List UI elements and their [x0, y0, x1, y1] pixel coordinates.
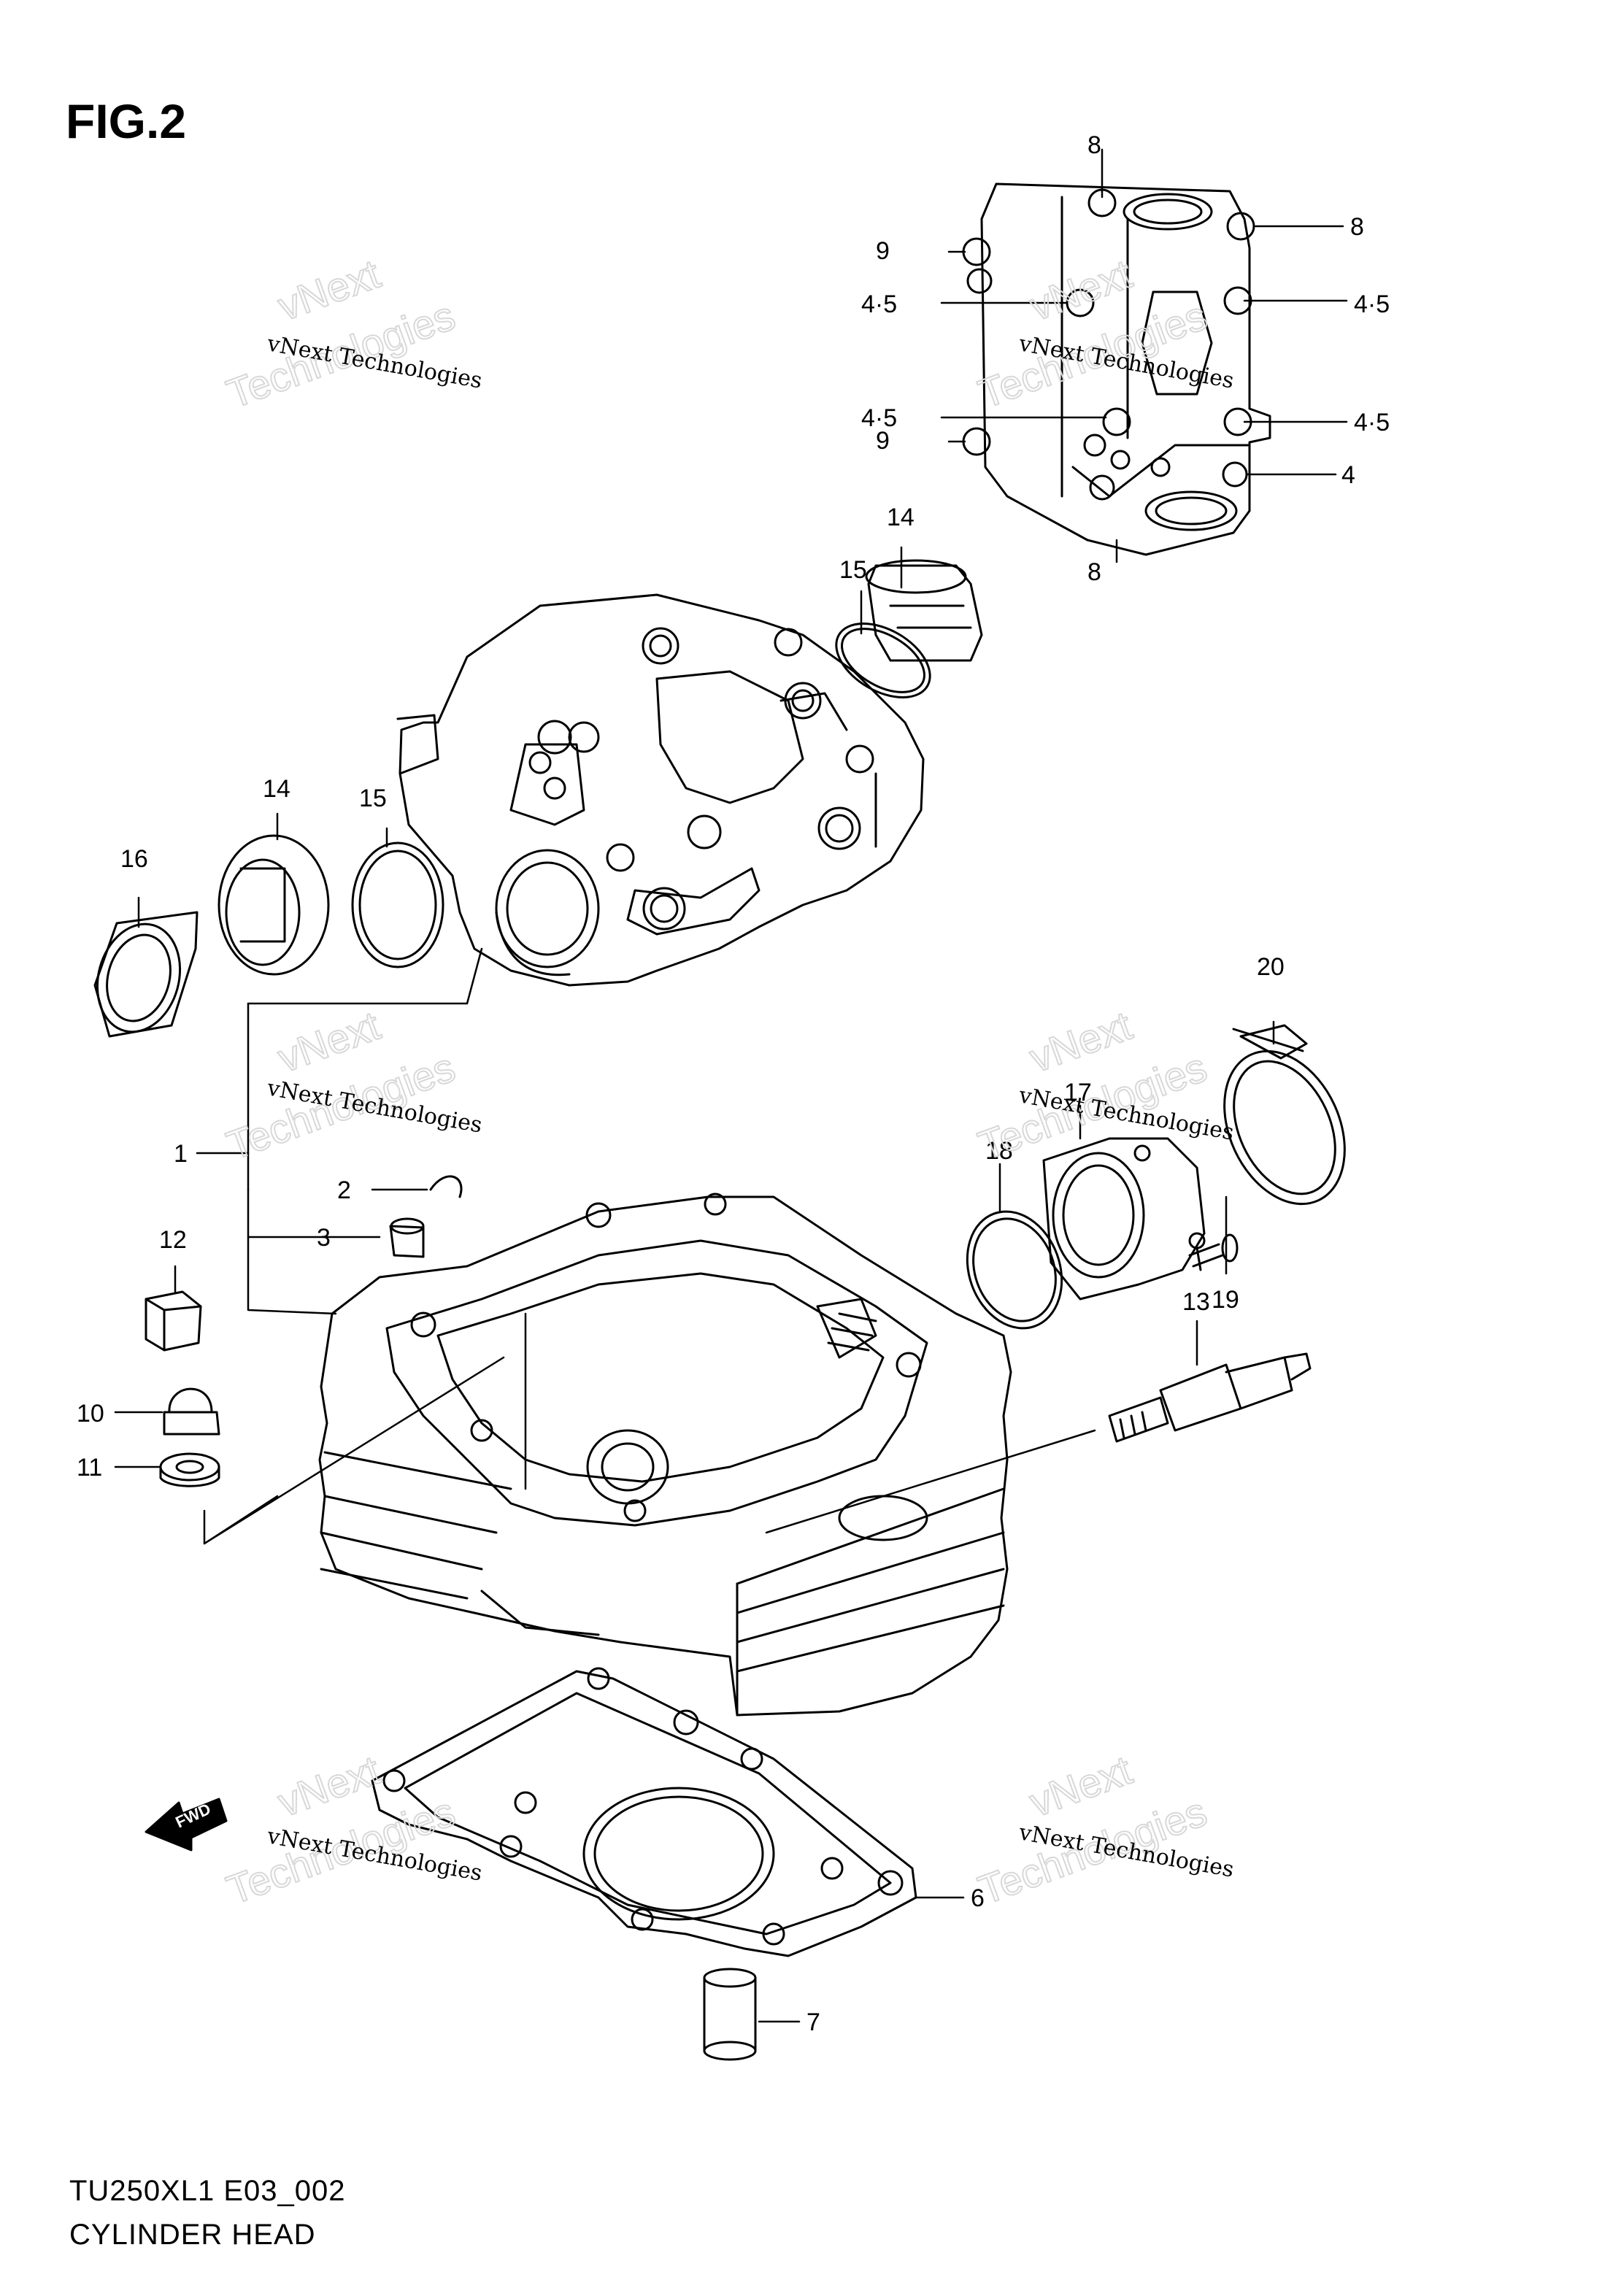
watermark-4: vNext Technologies vNext Technologies [972, 1001, 1236, 1169]
side-plug [217, 834, 330, 976]
watermark-3: vNext Technologies vNext Technologies [220, 1001, 485, 1169]
svg-text:vNext: vNext [272, 250, 386, 329]
callout-8-top: 8 [1087, 131, 1101, 159]
callout-4-5-c: 4·5 [861, 404, 897, 432]
head-top-view [962, 182, 1271, 556]
oil-filler-plug-upper [865, 559, 983, 662]
cap-12 [145, 1290, 202, 1352]
washer-11 [159, 1452, 220, 1487]
callout-3: 3 [317, 1224, 331, 1252]
callout-4-5-d: 4·5 [1354, 409, 1390, 436]
callout-14-top: 14 [887, 504, 915, 531]
spark-plug [1108, 1352, 1312, 1443]
figure-title: FIG.2 [66, 94, 187, 148]
clip-2 [429, 1175, 463, 1198]
callout-19: 19 [1212, 1286, 1239, 1314]
callout-11: 11 [77, 1454, 102, 1482]
callout-16: 16 [120, 845, 148, 873]
watermark-6: vNext Technologies vNext Technologies [972, 1746, 1236, 1914]
callout-4: 4 [1341, 461, 1355, 489]
cylinder-head-upper [396, 593, 925, 987]
side-cap [93, 911, 199, 1038]
callout-10: 10 [77, 1400, 104, 1428]
callout-12: 12 [159, 1226, 187, 1254]
callout-15-top: 15 [839, 556, 867, 584]
cap-nut-10 [163, 1387, 220, 1436]
diagram-caption: CYLINDER HEAD [69, 2219, 316, 2251]
dowel-pin [703, 1968, 757, 2061]
callout-4-5-a: 4·5 [861, 290, 897, 318]
svg-text:vNext: vNext [1024, 1746, 1138, 1825]
callout-9-bottom: 9 [876, 427, 890, 455]
cylinder-head-lower [318, 1193, 1012, 1717]
callout-4-5-b: 4·5 [1354, 290, 1390, 318]
cylinder-head-gasket [371, 1667, 917, 1957]
fwd-arrow-icon [145, 1798, 228, 1852]
callout-13: 13 [1182, 1288, 1210, 1316]
callout-15-left: 15 [359, 785, 387, 812]
callout-17: 17 [1064, 1079, 1092, 1106]
watermark-1: vNext Technologies vNext Technologies [220, 250, 485, 417]
side-o-ring [351, 841, 444, 968]
callout-18: 18 [985, 1137, 1013, 1165]
callout-14-left: 14 [263, 775, 290, 803]
svg-text:vNext: vNext [1024, 250, 1138, 329]
intake-pipe [1042, 1137, 1206, 1301]
callout-6: 6 [971, 1884, 985, 1912]
intake-o-ring [966, 1210, 1063, 1330]
intake-screw [1188, 1233, 1239, 1271]
svg-text:vNext: vNext [272, 1002, 386, 1081]
svg-text:vNext: vNext [1024, 1002, 1138, 1081]
callout-8-right: 8 [1350, 213, 1364, 241]
intake-clamp [1223, 1024, 1346, 1206]
callout-2: 2 [337, 1176, 351, 1204]
watermark-5: vNext Technologies vNext Technologies [220, 1746, 485, 1914]
pin-3 [389, 1217, 425, 1258]
o-ring-upper [835, 623, 931, 698]
callout-8-bottom: 8 [1087, 558, 1101, 586]
callout-7: 7 [806, 2008, 820, 2036]
callout-9-top: 9 [876, 237, 890, 265]
diagram-code: TU250XL1 E03_002 [69, 2175, 346, 2207]
svg-text:vNext: vNext [272, 1746, 386, 1825]
callout-labels: 8 8 8 9 9 4·5 4·5 4·5 4·5 4 14 15 14 15 … [77, 131, 1390, 2036]
watermark-2: vNext Technologies vNext Technologies [972, 250, 1236, 417]
leader-lines [114, 148, 1348, 2023]
callout-1: 1 [174, 1140, 188, 1168]
callout-20: 20 [1257, 953, 1285, 981]
